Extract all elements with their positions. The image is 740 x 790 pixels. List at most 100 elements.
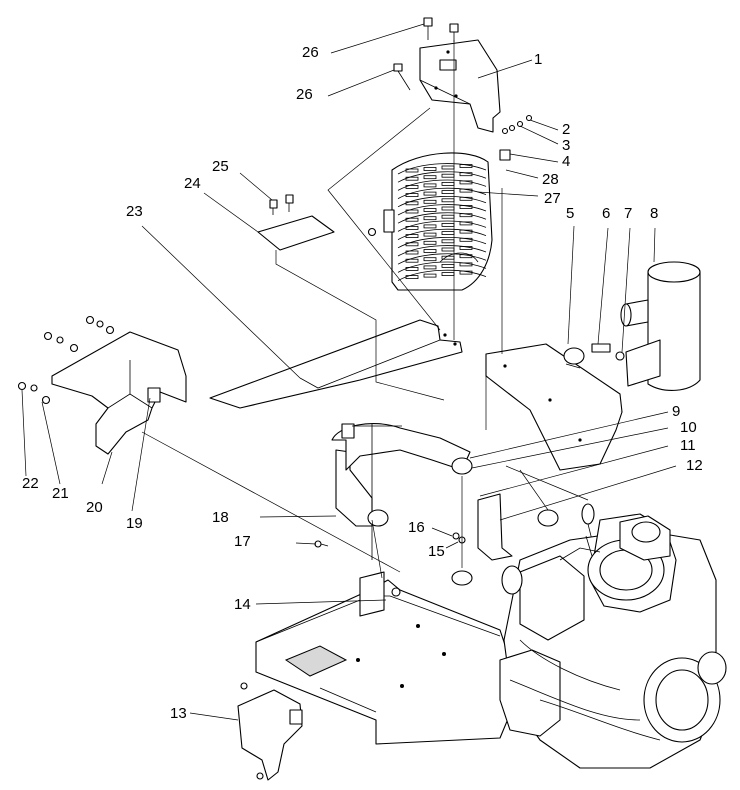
callout-19: 19 — [126, 515, 143, 532]
bolt-17[interactable] — [314, 540, 329, 548]
muffler-8[interactable] — [620, 261, 701, 391]
heat-shield-fin — [397, 179, 487, 191]
heat-shield-fin — [397, 261, 487, 273]
heat-shield-slot — [423, 265, 437, 270]
heat-shield-fin — [397, 253, 487, 265]
callout-5: 5 — [566, 205, 574, 222]
heat-shield-fin — [397, 245, 487, 257]
callout-24: 24 — [184, 175, 201, 192]
bolt-15-16[interactable] — [452, 532, 466, 544]
muffler-mount-bracket[interactable] — [485, 343, 623, 471]
chassis-frame[interactable] — [255, 571, 521, 745]
heat-shield-slot — [459, 164, 473, 168]
callout-17: 17 — [234, 533, 251, 550]
heat-shield-slot — [459, 205, 473, 209]
top-cover-bracket[interactable] — [419, 39, 501, 133]
heat-shield-slot — [423, 249, 437, 253]
engine-assembly[interactable] — [499, 513, 727, 769]
heat-shield-slot — [405, 266, 419, 271]
heat-shield-slot — [405, 242, 419, 247]
bracket-12[interactable] — [477, 493, 513, 561]
callout-23: 23 — [126, 203, 143, 220]
oxygen-sensor[interactable] — [581, 503, 595, 541]
heat-shield-fin — [397, 187, 487, 199]
callout-20: 20 — [86, 499, 103, 516]
heat-shield-slot — [405, 168, 419, 173]
heat-shield-slot — [423, 216, 437, 221]
callout-26-left: 26 — [296, 86, 313, 103]
callout-27: 27 — [544, 190, 561, 207]
heat-shield-slot — [459, 172, 473, 177]
baffle-plate-23[interactable] — [209, 319, 463, 409]
callout-14: 14 — [234, 596, 251, 613]
heat-shield-slot — [459, 221, 473, 226]
heat-shield-slot — [459, 262, 473, 267]
screw-top-center[interactable] — [449, 23, 459, 42]
callout-21: 21 — [52, 485, 69, 502]
callout-13: 13 — [170, 705, 187, 722]
callout-8: 8 — [650, 205, 658, 222]
heat-shield-fin — [397, 163, 487, 175]
callout-25: 25 — [212, 158, 229, 175]
heat-shield-slot — [423, 199, 437, 204]
screw-26-left[interactable] — [393, 63, 411, 91]
screw-26-top[interactable] — [423, 17, 433, 40]
side-shield-20[interactable] — [51, 331, 187, 455]
heat-shield-fin — [397, 269, 487, 281]
heat-shield-fin — [397, 204, 487, 216]
nut-7[interactable] — [615, 351, 625, 361]
bolt-6[interactable] — [591, 343, 611, 353]
heat-shield-fin — [397, 171, 487, 183]
callout-26-top: 26 — [302, 44, 319, 61]
callout-11: 11 — [680, 437, 696, 454]
callout-28: 28 — [542, 171, 559, 188]
reference-lines — [141, 40, 589, 579]
heat-shield-slot — [405, 209, 419, 214]
heat-shield-slot — [423, 240, 437, 245]
heat-shield-fin — [397, 220, 487, 232]
heat-shield-slot — [423, 167, 437, 171]
muffler-heat-shield[interactable] — [367, 152, 493, 291]
heat-shield-slot — [459, 246, 473, 250]
heat-shield-slot — [459, 196, 473, 201]
exhaust-pipe-18[interactable] — [331, 423, 471, 560]
callout-4: 4 — [562, 153, 570, 170]
heat-shield-fin — [397, 228, 487, 240]
heat-shield-slot — [459, 270, 473, 275]
heat-shield-slot — [423, 232, 437, 237]
callout-2: 2 — [562, 121, 570, 138]
heat-shield-slot — [459, 237, 473, 242]
callout-6: 6 — [602, 205, 610, 222]
heat-shield-slot — [459, 213, 473, 218]
cover-plate-24[interactable] — [257, 194, 335, 251]
heat-shield-slot — [423, 224, 437, 229]
nut-28[interactable] — [499, 149, 511, 161]
callout-7: 7 — [624, 205, 632, 222]
heat-shield-slot — [405, 258, 419, 263]
clamp-5[interactable] — [563, 347, 585, 369]
heat-shield-fin — [397, 237, 487, 249]
heat-shield-slot — [459, 180, 473, 185]
callout-12: 12 — [686, 457, 703, 474]
heat-shield-slot — [405, 201, 419, 206]
heat-shield-fin — [397, 212, 487, 224]
callout-16: 16 — [408, 519, 425, 536]
heat-shield-slot — [405, 225, 419, 230]
heat-shield-slot — [423, 208, 437, 212]
callout-9: 9 — [672, 403, 680, 420]
heat-shield-slot — [459, 229, 473, 234]
hardware-2-3[interactable] — [501, 114, 533, 135]
bracket-13[interactable] — [237, 682, 303, 781]
heat-shield-slot — [405, 193, 419, 198]
gaskets-10-11[interactable] — [367, 457, 559, 586]
callout-1: 1 — [534, 51, 542, 68]
heat-shield-slot — [405, 234, 419, 239]
callout-18: 18 — [212, 509, 229, 526]
callout-labels: 1 2 3 4 5 6 7 8 9 10 11 12 13 14 15 16 1… — [22, 44, 703, 722]
heat-shield-slot — [423, 191, 437, 196]
heat-shield-slot — [423, 183, 437, 188]
callout-15: 15 — [428, 543, 445, 560]
bolt-set-21-22[interactable] — [17, 315, 115, 405]
heat-shield-slot — [423, 257, 437, 262]
